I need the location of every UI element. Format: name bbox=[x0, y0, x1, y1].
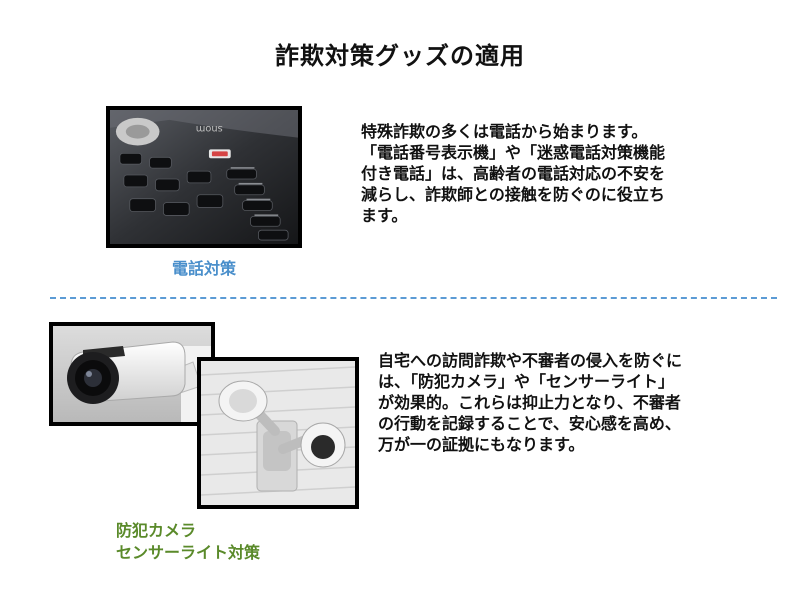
page-title: 詐欺対策グッズの適用 bbox=[275, 42, 525, 70]
description-line: 「電話番号表示機」や「迷惑電話対策機能 bbox=[361, 143, 666, 162]
sensor-light-photo bbox=[197, 357, 359, 509]
security-camera-illustration bbox=[53, 326, 211, 422]
phone-photo: snom bbox=[106, 106, 302, 248]
camera-description: 自宅への訪問詐欺や不審者の侵入を防ぐに は、「防犯カメラ」や「センサーライト」 … bbox=[378, 350, 770, 455]
section-divider bbox=[50, 297, 777, 299]
phone-caption: 電話対策 bbox=[172, 259, 237, 278]
description-line: 万が一の証拠にもなります。 bbox=[378, 435, 585, 454]
phone-illustration: snom bbox=[110, 110, 298, 244]
description-line: 自宅への訪問詐欺や不審者の侵入を防ぐに bbox=[378, 351, 683, 370]
description-line: 付き電話」は、高齢者の電話対応の不安を bbox=[361, 164, 666, 183]
description-line: 特殊詐欺の多くは電話から始まります。 bbox=[361, 122, 648, 141]
description-line: が効果的。これらは抑止力となり、不審者 bbox=[378, 393, 681, 412]
phone-description: 特殊詐欺の多くは電話から始まります。 「電話番号表示機」や「迷惑電話対策機能 付… bbox=[361, 121, 753, 226]
caption-line: センサーライト対策 bbox=[116, 543, 261, 562]
camera-caption: 防犯カメラ センサーライト対策 bbox=[116, 520, 260, 564]
description-line: の行動を記録することで、安心感を高め、 bbox=[378, 414, 681, 433]
description-line: 減らし、詐欺師との接触を防ぐのに役立ち bbox=[361, 185, 665, 204]
sensor-light-illustration bbox=[201, 361, 355, 505]
caption-line: 防犯カメラ bbox=[116, 521, 197, 540]
phone-brand-label: snom bbox=[196, 123, 223, 134]
security-camera-photo bbox=[49, 322, 215, 426]
description-line: ます。 bbox=[361, 206, 408, 225]
description-line: は、「防犯カメラ」や「センサーライト」 bbox=[378, 372, 675, 391]
